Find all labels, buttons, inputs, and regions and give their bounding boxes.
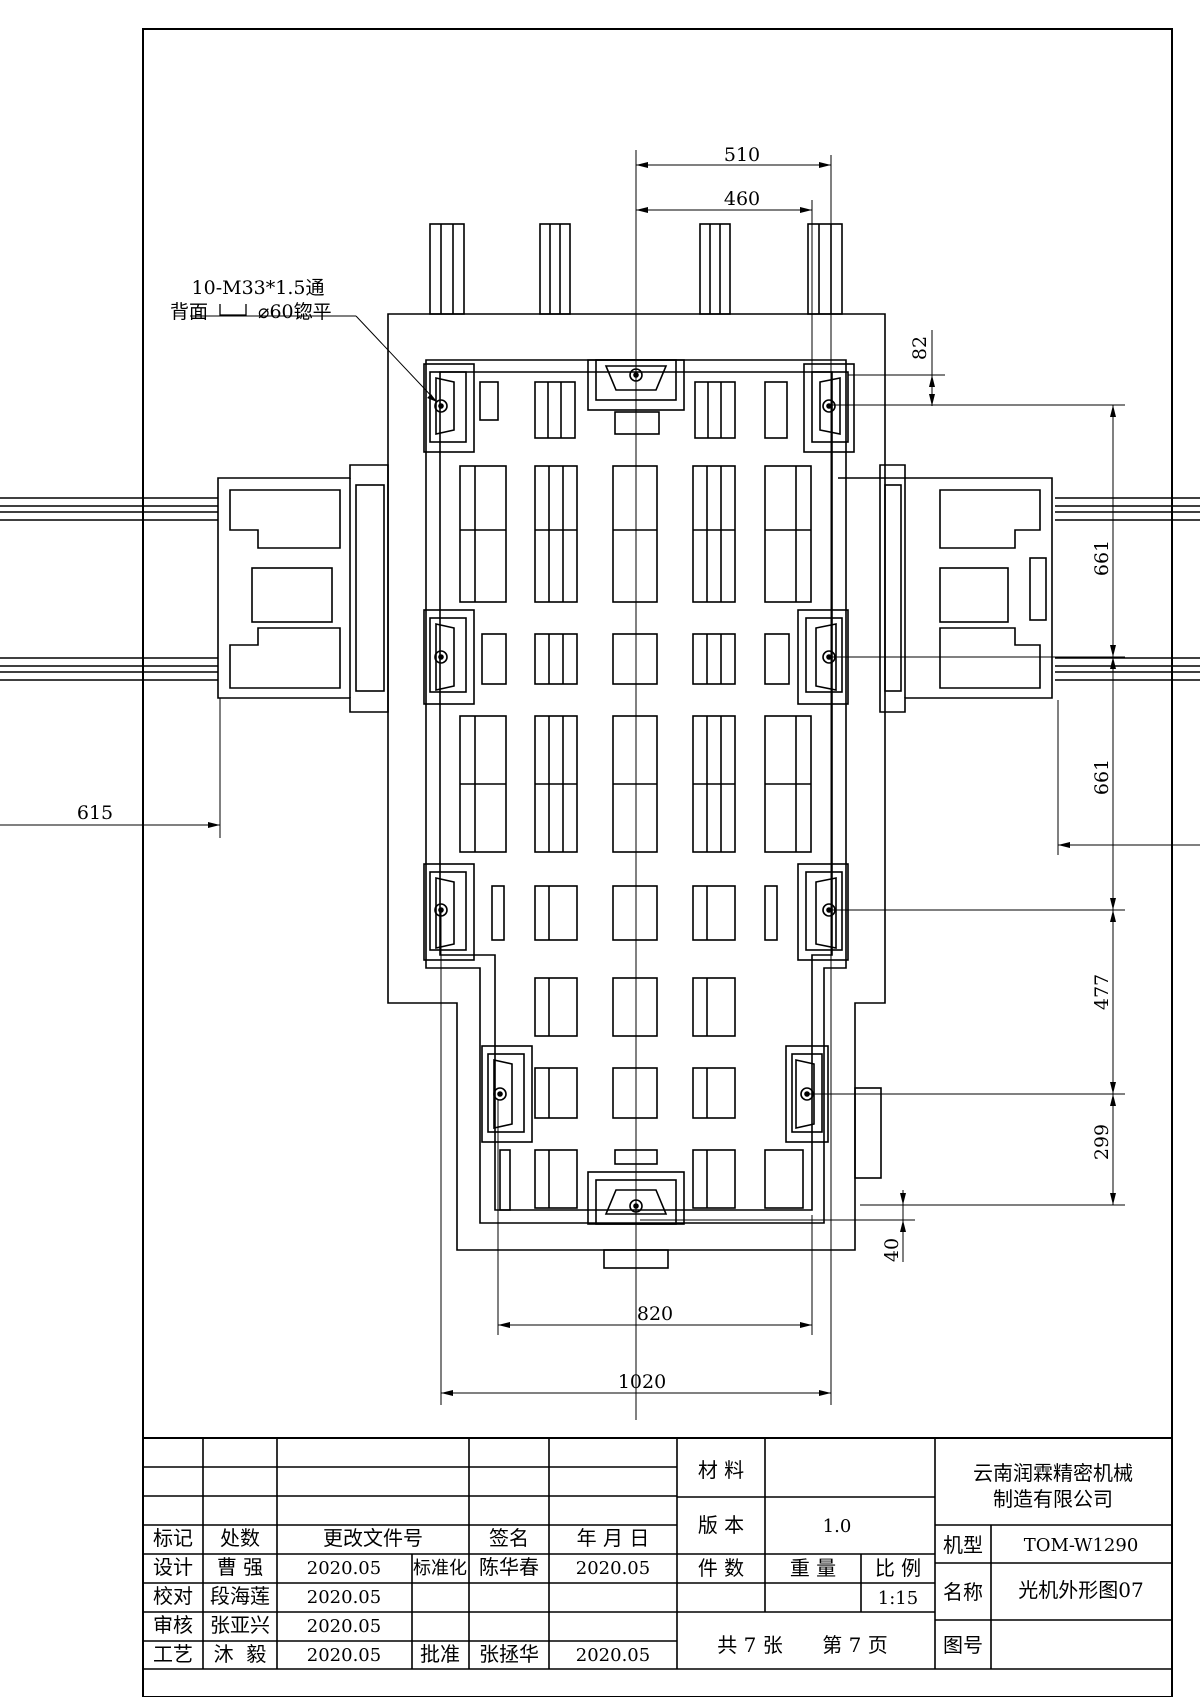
- tb-name-label: 名称: [943, 1580, 983, 1604]
- tb-header-signature: 签名: [489, 1526, 529, 1550]
- tb-approve-name: 张拯华: [479, 1642, 539, 1666]
- callout-back-face: 背面: [170, 301, 208, 323]
- tb-check-name: 段海莲: [210, 1584, 270, 1608]
- counterbore-icon: [219, 304, 247, 316]
- tb-header-change-doc: 更改文件号: [323, 1526, 423, 1550]
- tb-process-label: 工艺: [153, 1642, 193, 1666]
- tb-name-value: 光机外形图07: [1018, 1578, 1143, 1602]
- tb-header-date: 年 月 日: [577, 1526, 650, 1550]
- tb-process-name: 沐 毅: [214, 1642, 267, 1666]
- tb-approve-label: 批准: [420, 1642, 460, 1666]
- tb-sheet-count: 共 7 张: [717, 1633, 782, 1657]
- dim-510: 510: [724, 144, 760, 166]
- machine-outline: [0, 223, 1200, 1269]
- dimension-arrows: [208, 162, 1116, 1396]
- tb-approve-date: 2020.05: [576, 1645, 650, 1666]
- dim-477: 477: [1091, 974, 1113, 1010]
- tb-design-name: 曹 强: [217, 1555, 263, 1579]
- tb-review-label: 审核: [153, 1613, 193, 1637]
- drawing-frame: [142, 28, 1173, 1697]
- tb-review-name: 张亚兴: [210, 1613, 270, 1637]
- tb-model-value: TOM-W1290: [1024, 1535, 1139, 1556]
- tb-std-name: 陈华春: [479, 1555, 539, 1579]
- dim-820: 820: [637, 1303, 673, 1325]
- tb-model-label: 机型: [943, 1533, 983, 1557]
- tb-std-date: 2020.05: [576, 1558, 650, 1579]
- dim-82: 82: [909, 336, 931, 360]
- callout-thread-note: 10-M33*1.5通: [192, 277, 325, 299]
- dim-615: 615: [77, 802, 113, 824]
- tb-scale-value: 1:15: [878, 1588, 918, 1609]
- dim-40: 40: [881, 1238, 903, 1262]
- tb-version-value: 1.0: [823, 1516, 852, 1537]
- tb-check-date: 2020.05: [307, 1587, 381, 1608]
- tb-drawing-no-label: 图号: [943, 1633, 983, 1657]
- tb-company-line2: 制造有限公司: [993, 1487, 1113, 1511]
- tb-company-line1: 云南润霖精密机械: [973, 1461, 1133, 1485]
- dimension-lines: [0, 155, 1200, 1405]
- tb-qty-label: 件 数: [698, 1556, 744, 1580]
- tb-process-date: 2020.05: [307, 1645, 381, 1666]
- title-block: [143, 1438, 1172, 1670]
- tb-version-label: 版 本: [698, 1513, 744, 1537]
- tb-scale-label: 比 例: [875, 1556, 921, 1580]
- tb-material-label: 材 料: [698, 1458, 744, 1482]
- callout-spotface: ⌀60锪平: [258, 301, 332, 323]
- dim-661-b: 661: [1091, 759, 1113, 795]
- tb-weight-label: 重 量: [790, 1556, 836, 1580]
- tb-review-date: 2020.05: [307, 1616, 381, 1637]
- tb-design-label: 设计: [153, 1555, 193, 1579]
- tb-header-count: 处数: [220, 1526, 260, 1550]
- dim-299: 299: [1091, 1124, 1113, 1160]
- dim-1020: 1020: [618, 1371, 666, 1393]
- dim-661-a: 661: [1091, 540, 1113, 576]
- tb-header-mark: 标记: [153, 1526, 193, 1550]
- tb-page-number: 第 7 页: [822, 1633, 887, 1657]
- tb-check-label: 校对: [153, 1584, 193, 1608]
- tb-std-label: 标准化: [413, 1558, 467, 1579]
- tb-design-date: 2020.05: [307, 1558, 381, 1579]
- dim-460: 460: [724, 188, 760, 210]
